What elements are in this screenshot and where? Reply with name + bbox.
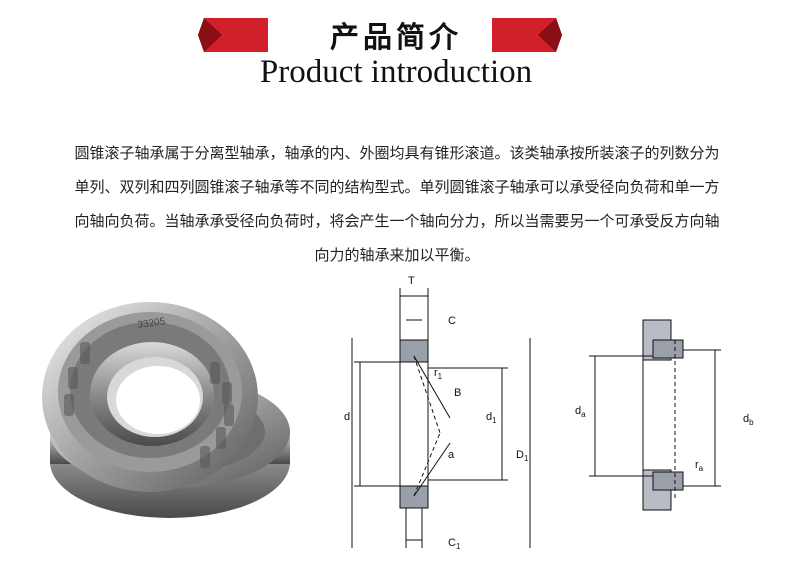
intro-line: 圆锥滚子轴承属于分离型轴承，轴承的内、外圈均具有锥形滚道。该类轴承按所装滚子的列… — [74, 144, 720, 162]
intro-line: 向力的轴承来加以平衡。 — [314, 246, 480, 264]
dim-label-da: da — [575, 405, 586, 419]
section-header: 产品简介 Product introduction — [0, 0, 792, 95]
intro-line: 单列、双列和四列圆锥滚子轴承等不同的结构型式。单列圆锥滚子轴承可以承受径向负荷和… — [74, 178, 720, 196]
dim-label-a: a — [448, 449, 455, 461]
dim-label-B: B — [454, 387, 461, 399]
dim-label-d1: d1 — [486, 411, 497, 425]
bearing-marking: 33205 — [137, 316, 167, 331]
dim-label-C1: C1 — [448, 537, 461, 551]
product-intro-paragraph: 圆锥滚子轴承属于分离型轴承，轴承的内、外圈均具有锥形滚道。该类轴承按所装滚子的列… — [12, 136, 782, 272]
dim-label-ra: ra — [695, 459, 704, 473]
section-title-chinese: 产品简介 — [329, 20, 462, 54]
right-ribbon-decoration — [492, 18, 562, 52]
dim-label-db: db — [743, 413, 754, 427]
dim-label-T: T — [408, 275, 415, 287]
intro-line: 向轴向负荷。当轴承承受径向负荷时，将会产生一个轴向分力，所以当需要另一个可承受反… — [74, 212, 720, 230]
dim-label-D1: D1 — [516, 449, 529, 463]
mounting-dimension-diagram: da db ra — [575, 319, 754, 511]
left-ribbon-decoration — [198, 18, 268, 52]
dim-label-r1: r1 — [434, 367, 443, 381]
bearing-dimension-diagram: T C r1 B d d1 a D1 C1 — [344, 275, 531, 551]
dim-label-d: d — [344, 411, 350, 423]
dim-label-C: C — [448, 315, 456, 327]
section-title-english: Product introduction — [259, 54, 533, 90]
bearing-photo: 33205 — [42, 302, 290, 518]
